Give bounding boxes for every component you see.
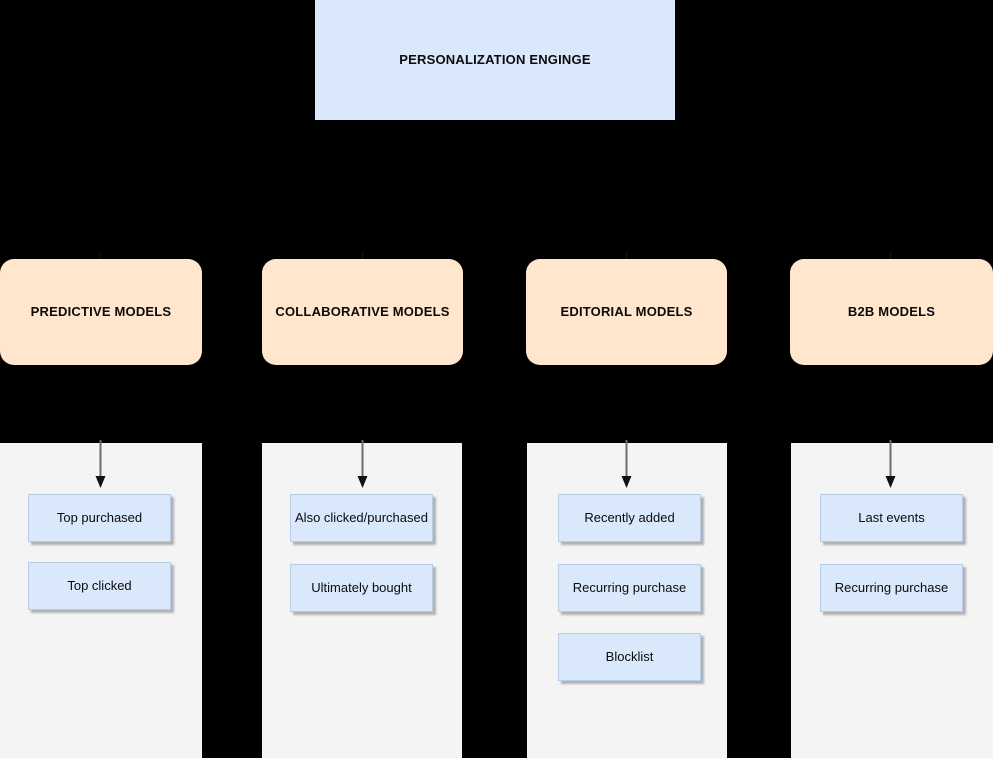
arrow-collaborative (356, 440, 370, 490)
item-label-top-clicked: Top clicked (67, 578, 132, 594)
item-label-also-clicked-purchased: Also clicked/purchased (295, 510, 428, 526)
item-label-recurring-purchase-editorial: Recurring purchase (572, 580, 687, 596)
item-label-blocklist: Blocklist (605, 649, 654, 665)
arrow-predictive (94, 440, 108, 490)
item-label-ultimately-bought: Ultimately bought (311, 580, 412, 596)
item-box-recurring-purchase-b2b[interactable]: Recurring purchase (820, 564, 963, 612)
arrow-b2b (884, 440, 898, 490)
category-node-editorial[interactable]: EDITORIAL MODELS (526, 259, 727, 365)
connector-stub-predictive (100, 252, 101, 260)
item-label-recurring-purchase-b2b: Recurring purchase (834, 580, 949, 596)
item-box-also-clicked-purchased[interactable]: Also clicked/purchased (290, 494, 433, 542)
item-label-recently-added: Recently added (584, 510, 675, 526)
category-node-b2b[interactable]: B2B MODELS (790, 259, 993, 365)
item-box-blocklist[interactable]: Blocklist (558, 633, 701, 681)
item-box-recently-added[interactable]: Recently added (558, 494, 701, 542)
connector-stub-b2b (890, 252, 891, 260)
personalization-engine-label: PERSONALIZATION ENGINGE (399, 51, 591, 67)
item-box-top-clicked[interactable]: Top clicked (28, 562, 171, 610)
category-label-b2b: B2B MODELS (847, 303, 936, 319)
category-node-predictive[interactable]: PREDICTIVE MODELS (0, 259, 202, 365)
category-label-collaborative: COLLABORATIVE MODELS (275, 303, 450, 319)
category-label-editorial: EDITORIAL MODELS (560, 303, 693, 319)
connector-stub-editorial (626, 252, 627, 260)
item-box-recurring-purchase-editorial[interactable]: Recurring purchase (558, 564, 701, 612)
item-label-last-events: Last events (858, 510, 925, 526)
item-box-last-events[interactable]: Last events (820, 494, 963, 542)
personalization-engine-node[interactable]: PERSONALIZATION ENGINGE (315, 0, 675, 120)
arrow-editorial (620, 440, 634, 490)
category-node-collaborative[interactable]: COLLABORATIVE MODELS (262, 259, 463, 365)
item-box-ultimately-bought[interactable]: Ultimately bought (290, 564, 433, 612)
connector-stub-collaborative (362, 252, 363, 260)
item-label-top-purchased: Top purchased (56, 510, 143, 526)
category-label-predictive: PREDICTIVE MODELS (30, 303, 172, 319)
item-box-top-purchased[interactable]: Top purchased (28, 494, 171, 542)
